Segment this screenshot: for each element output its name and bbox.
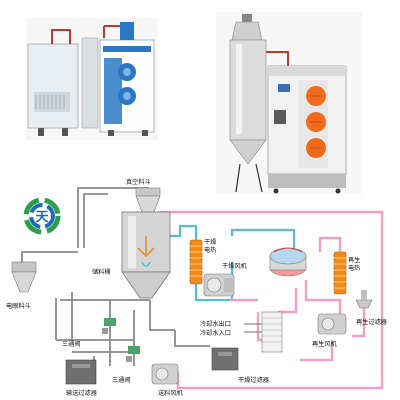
large-dryer-photo [216, 12, 362, 194]
label-regen-heater-1: 再生 [348, 256, 360, 264]
water-cooler [244, 311, 283, 353]
label-three-way-valve-2: 三通阀 [112, 376, 131, 384]
logo-text: 天 [35, 210, 49, 225]
regen-filter-icon [355, 290, 373, 309]
label-regen-heater-2: 电热 [348, 264, 361, 272]
label-drying-heater-1: 干燥 [204, 238, 217, 246]
label-vacuum-hopper: 真空料斗 [126, 178, 151, 186]
regen-lines [160, 210, 384, 390]
feed-fan-icon [151, 363, 179, 385]
label-dry-filter: 干燥过滤器 [238, 376, 270, 384]
drying-hopper [121, 211, 171, 299]
drying-heater [189, 239, 203, 285]
electric-eye-hopper [11, 261, 37, 293]
label-drying-heater-2: 电热 [204, 246, 217, 254]
vacuum-hopper [135, 187, 161, 213]
label-feed-fan: 送料风机 [158, 389, 184, 397]
label-electric-eye-hopper: 电眼料斗 [6, 302, 31, 310]
vacuum-lines [21, 187, 210, 366]
label-cooling-water-out: 冷却水出口 [200, 320, 231, 328]
label-three-way-valve-1: 三通阀 [62, 340, 81, 348]
regen-heater [333, 251, 347, 295]
small-dryer-photo [26, 18, 158, 140]
drying-fan-icon [203, 273, 235, 297]
dry-filter-icon [211, 347, 239, 371]
delivery-filter-icon [65, 359, 97, 385]
label-regen-fan: 再生风机 [312, 340, 338, 348]
label-regen-filter: 再生过滤器 [356, 318, 388, 326]
three-way-valve-icon [102, 318, 140, 362]
label-delivery-filter: 输送过滤器 [66, 389, 98, 397]
regen-fan-icon [317, 313, 347, 335]
desiccant-rotor [269, 247, 307, 277]
label-storage-bin: 储料桶 [92, 268, 111, 276]
company-logo-icon: 天 [23, 197, 61, 235]
label-cooling-water-in: 冷却水入口 [200, 329, 231, 337]
label-drying-fan: 干燥风机 [222, 262, 248, 270]
